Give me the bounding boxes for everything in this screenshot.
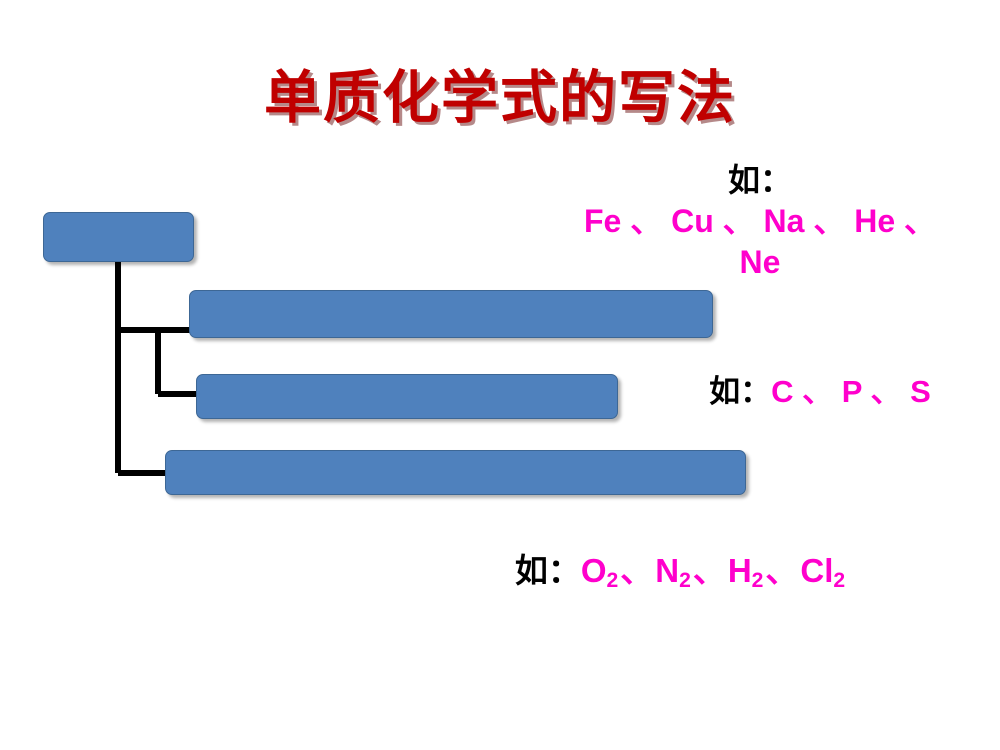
separator-2: 、	[692, 552, 726, 589]
example-metals: 如： Fe 、 Cu 、 Na 、 He 、 Ne	[560, 160, 960, 283]
page-title: 单质化学式的写法	[264, 66, 736, 130]
example-metals-lead: 如：	[727, 162, 792, 198]
separator-3: 、	[765, 552, 799, 589]
diagram-node-4[interactable]	[165, 450, 746, 495]
example-diatomic-gases: 如：O2、N2、H2、Cl2	[400, 550, 960, 592]
example-solid-nonmetals: 如：C 、 P 、 S	[660, 372, 980, 412]
diagram-node-3[interactable]	[196, 374, 618, 419]
subscript-o: 2	[606, 568, 619, 592]
example-gases-formula-oxygen: O2	[580, 552, 619, 592]
example-gases-formula-hydrogen: H2	[727, 552, 764, 592]
diagram-node-1[interactable]	[43, 212, 194, 262]
subscript-n: 2	[679, 568, 691, 592]
symbol-cl: Cl	[800, 552, 834, 589]
example-gases-formula-chlorine: Cl2	[800, 552, 846, 592]
symbol-o: O	[580, 552, 607, 589]
symbol-h: H	[727, 552, 752, 589]
example-solid-nonmetals-items: C 、 P 、 S	[771, 374, 931, 409]
example-solid-nonmetals-lead: 如：	[709, 374, 772, 409]
example-gases-lead: 如：	[514, 552, 581, 589]
separator-1: 、	[620, 552, 654, 589]
example-gases-formula-nitrogen: N2	[655, 552, 691, 592]
example-metals-items: Fe 、 Cu 、 Na 、 He 、 Ne	[583, 202, 937, 280]
subscript-cl: 2	[833, 568, 846, 592]
subscript-h: 2	[751, 568, 764, 592]
symbol-n: N	[655, 552, 680, 589]
diagram-node-2[interactable]	[189, 290, 713, 338]
